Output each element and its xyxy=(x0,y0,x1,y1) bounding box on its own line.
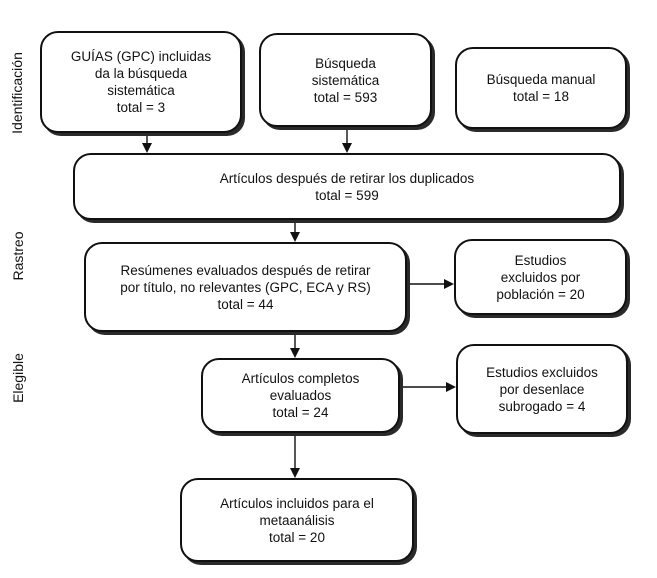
box-busqueda-manual: Búsqueda manual total = 18 xyxy=(455,47,627,129)
box-line: población = 20 xyxy=(496,286,585,302)
box-line: por desenlace xyxy=(499,381,585,397)
box-line: GUÍAS (GPC) incluidas xyxy=(70,49,212,64)
box-line: Resúmenes evaluados después de retirar xyxy=(120,262,371,278)
box-articulos-sin-duplicados: Artículos después de retirar los duplica… xyxy=(73,153,621,220)
box-resumenes-evaluados: Resúmenes evaluados después de retirar p… xyxy=(84,242,407,332)
box-line: por título, no relevantes (GPC, ECA y RS… xyxy=(120,279,371,295)
box-line: total = 18 xyxy=(513,89,569,104)
box-line: da la búsqueda xyxy=(94,66,188,81)
box-line: Artículos después de retirar los duplica… xyxy=(219,170,475,186)
box-line: Búsqueda manual xyxy=(486,72,596,87)
box-excluidos-desenlace: Estudios excluidos por desenlace subroga… xyxy=(456,344,628,434)
box-line: Búsqueda xyxy=(315,55,376,71)
box-line: Estudios xyxy=(514,252,567,268)
box-line: metaanálisis xyxy=(259,512,335,528)
box-line: evaluados xyxy=(269,388,332,403)
box-line: total = 599 xyxy=(315,187,379,203)
box-excluidos-poblacion: Estudios excluidos por población = 20 xyxy=(454,239,627,315)
box-line: subrogado = 4 xyxy=(498,398,586,414)
box-guias-gpc: GUÍAS (GPC) incluidas da la búsqueda sis… xyxy=(40,31,242,133)
box-line: Estudios excluidos xyxy=(486,364,598,380)
side-label-elegible: Elegible xyxy=(10,353,26,403)
side-label-rastreo: Rastreo xyxy=(10,231,26,281)
box-busqueda-sistematica: Búsqueda sistemática total = 593 xyxy=(259,33,432,127)
box-line: Artículos incluidos para el xyxy=(220,495,374,511)
box-line: total = 44 xyxy=(217,296,274,312)
box-line: total = 593 xyxy=(313,89,378,105)
box-line: Artículos completos xyxy=(241,371,360,386)
box-line: total = 24 xyxy=(272,405,329,420)
box-line: sistemática xyxy=(311,72,380,88)
box-articulos-completos: Artículos completos evaluados total = 24 xyxy=(201,358,400,433)
box-line: total = 3 xyxy=(116,100,166,115)
side-label-identificacion: Identificación xyxy=(9,52,25,134)
box-line: total = 20 xyxy=(269,529,325,545)
box-line: sistemática xyxy=(107,83,175,98)
box-articulos-incluidos: Artículos incluidos para el metaanálisis… xyxy=(180,478,414,562)
box-line: excluidos por xyxy=(500,269,581,285)
